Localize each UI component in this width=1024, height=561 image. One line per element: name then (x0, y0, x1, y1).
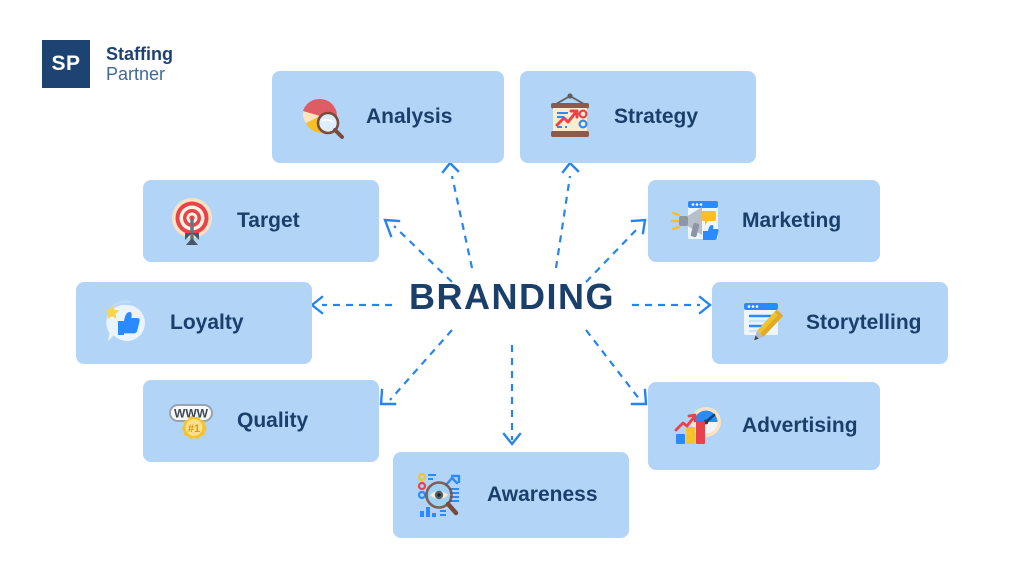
node-quality[interactable]: WWW #1 Quality (143, 380, 379, 462)
node-label: Quality (237, 409, 309, 432)
node-target[interactable]: Target (143, 180, 379, 262)
node-label: Marketing (742, 209, 842, 232)
node-label: Advertising (742, 414, 858, 437)
bullseye-arrow-icon (165, 193, 221, 249)
browser-pencil-icon (734, 295, 790, 351)
logo-mark: SP (42, 40, 90, 88)
node-label: Strategy (614, 105, 699, 128)
megaphone-browser-icon (670, 193, 726, 249)
pie-chart-magnifier-icon (294, 89, 350, 145)
node-label: Loyalty (170, 311, 244, 334)
node-loyalty[interactable]: Loyalty (76, 282, 312, 364)
node-label: Target (237, 209, 300, 232)
node-awareness[interactable]: Awareness (393, 452, 629, 538)
logo-name-line2: Partner (106, 64, 166, 84)
node-marketing[interactable]: Marketing (648, 180, 880, 262)
www-badge-icon: WWW #1 (165, 393, 221, 449)
node-advertising[interactable]: Advertising (648, 382, 880, 470)
thumbs-up-star-icon (98, 295, 154, 351)
node-label: Awareness (487, 483, 598, 506)
node-label: Storytelling (806, 311, 922, 334)
bar-chart-gauge-icon (670, 398, 726, 454)
node-label: Analysis (366, 105, 453, 128)
presentation-board-icon (542, 89, 598, 145)
logo-wordmark: Staffing Partner (106, 44, 173, 84)
page-title: BRANDING (409, 276, 615, 317)
brand-logo: SP Staffing Partner (42, 40, 173, 88)
node-strategy[interactable]: Strategy (520, 71, 756, 163)
svg-text:WWW: WWW (174, 407, 209, 421)
logo-name-line1: Staffing (106, 43, 173, 64)
svg-text:#1: #1 (188, 423, 200, 435)
eye-magnifier-icon (415, 467, 471, 523)
node-storytelling[interactable]: Storytelling (712, 282, 948, 364)
node-analysis[interactable]: Analysis (272, 71, 504, 163)
